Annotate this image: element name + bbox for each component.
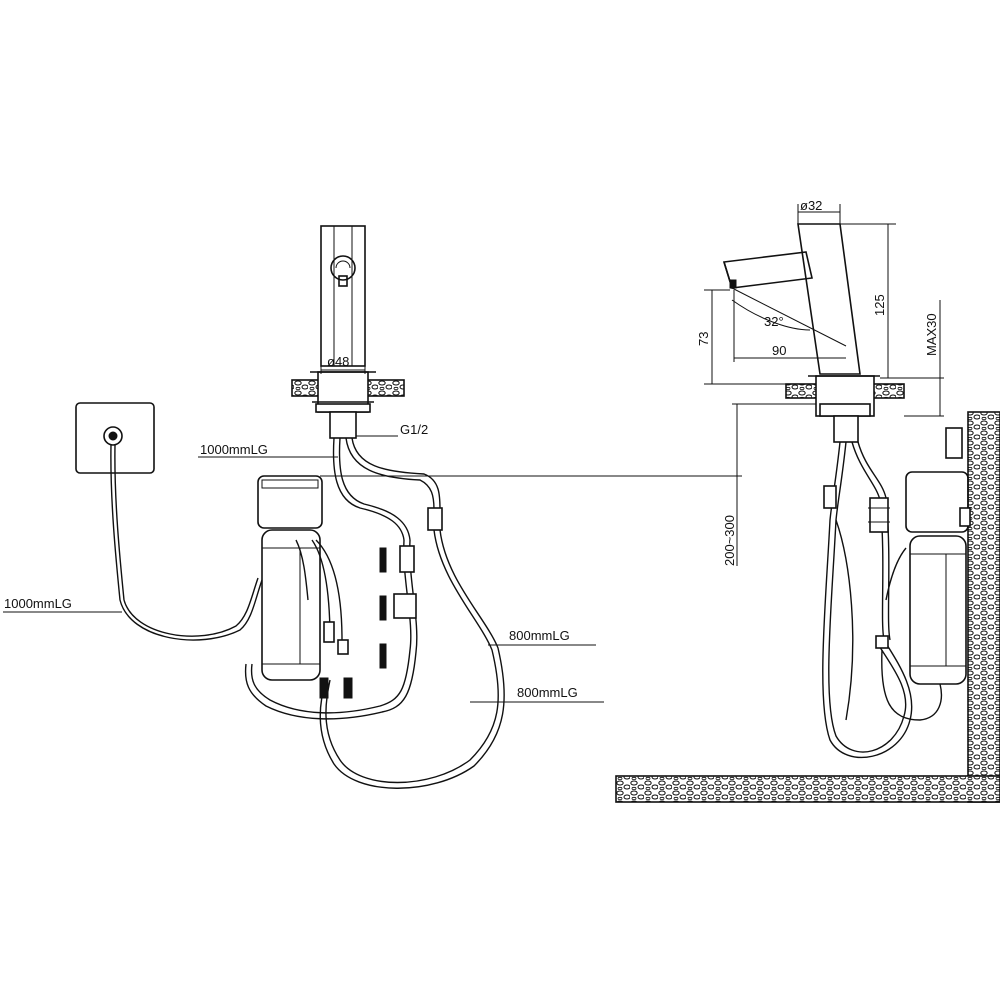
connector-2: [393, 593, 417, 619]
sensor-eye-icon: [330, 255, 356, 281]
dimension-height-73: 73: [696, 289, 790, 385]
control-box-front: [257, 475, 323, 681]
label-height-200-300: 200~300: [722, 515, 737, 566]
battery-pack: [261, 529, 321, 681]
label-thread-g12: G1/2: [400, 422, 428, 437]
label-hose-1000-top: 1000mmLG: [200, 442, 268, 457]
label-max-30: MAX30: [924, 313, 939, 356]
callout-hose-800-b: 800mmLG: [470, 685, 604, 703]
dimension-diameter-32: ø32: [797, 198, 841, 224]
label-height-73: 73: [696, 332, 711, 346]
dimension-reach-90: 90: [733, 290, 846, 362]
plug-icon: [103, 426, 123, 446]
label-angle-32: 32°: [764, 314, 784, 329]
label-hose-800-a: 800mmLG: [509, 628, 570, 643]
label-diameter-48: ø48: [327, 354, 349, 369]
g12-inlet-thread: [329, 411, 357, 439]
dimension-max-30: MAX30: [880, 300, 944, 417]
label-hose-1000-left: 1000mmLG: [4, 596, 72, 611]
label-reach-90: 90: [772, 343, 786, 358]
power-socket: [75, 402, 155, 601]
control-box-side: [905, 471, 971, 685]
wall-and-floor: [615, 411, 1000, 803]
dimension-angle-32: 32°: [731, 287, 847, 347]
dimension-200-300: 200~300: [722, 403, 820, 566]
countertop-side: [785, 375, 905, 443]
dimension-height-125: 125: [840, 223, 896, 378]
wall-socket-side: [945, 427, 963, 459]
faucet-body-side: [722, 223, 861, 375]
dimension-diameter-48: ø48: [320, 354, 366, 374]
countertop-front: [291, 371, 405, 439]
label-hose-800-b: 800mmLG: [517, 685, 578, 700]
wiring-side: [822, 441, 943, 759]
front-view: ø48 G1/2 1000mmLG 1000mmLG: [3, 225, 742, 789]
wiring-front: [244, 437, 505, 789]
side-view: ø32 125 MAX30 73 90: [615, 198, 1000, 803]
faucet-body-front: [320, 225, 366, 367]
callout-hose-800-a: 800mmLG: [488, 628, 596, 646]
callout-g12: G1/2: [356, 422, 428, 437]
connector-1: [399, 545, 415, 573]
label-diameter-32: ø32: [800, 198, 822, 213]
callout-hose-1000-left: 1000mmLG: [3, 577, 263, 641]
callout-hose-1000-top: 1000mmLG: [198, 442, 338, 458]
label-height-125: 125: [872, 294, 887, 316]
